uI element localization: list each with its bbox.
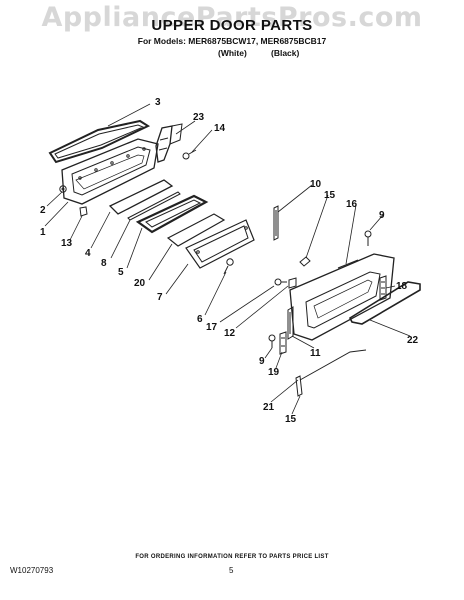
callout-10: 10: [310, 179, 322, 190]
part-screw-6: [223, 258, 234, 275]
document-id: W10270793: [10, 566, 54, 575]
callout-22: 22: [407, 335, 419, 346]
part-bracket-19: [279, 331, 287, 355]
part-clip-12: [288, 277, 297, 289]
callout-19: 19: [268, 367, 280, 378]
callout-4: 4: [85, 248, 91, 259]
part-clip: [79, 206, 88, 217]
callout-14: 14: [214, 123, 226, 134]
part-door-handle: [348, 281, 421, 325]
callout-13: 13: [61, 238, 73, 249]
callout-21: 21: [263, 402, 275, 413]
callout-8: 8: [101, 258, 107, 269]
variant-white: (White): [218, 48, 247, 58]
callout-6: 6: [197, 314, 203, 325]
callout-3: 3: [155, 97, 161, 108]
part-screw-2: [59, 185, 67, 193]
leader-lines: [44, 103, 411, 415]
callout-12: 12: [224, 328, 236, 339]
ordering-note: FOR ORDERING INFORMATION REFER TO PARTS …: [135, 554, 329, 560]
part-inner-door-frame: [61, 138, 159, 205]
part-outer-door-panel: [289, 253, 395, 341]
callout-11: 11: [310, 348, 321, 359]
part-roller-pin-lower: [295, 375, 303, 397]
watermark: AppliancePartsPros.com: [41, 2, 423, 33]
part-handle-bracket: [379, 275, 387, 301]
page-title: UPPER DOOR PARTS: [151, 17, 313, 34]
callout-7: 7: [157, 292, 163, 303]
page-number: 5: [229, 566, 234, 575]
callout-18: 18: [396, 281, 408, 292]
part-glass-pack-seal: [127, 191, 181, 221]
part-middle-glass: [166, 213, 226, 247]
part-hinge-bracket: [155, 123, 183, 163]
models-line: For Models: MER6875BCW17, MER6875BCB17: [137, 36, 327, 46]
part-roller-pin-upper: [299, 256, 311, 267]
callout-16: 16: [346, 199, 358, 210]
part-screw-17: [274, 278, 287, 286]
callout-labels: 3 23 14 2 1 13 4 8 5 20 7 6 17 12 10 15 …: [40, 97, 419, 425]
part-screw-9-lower: [268, 334, 276, 348]
part-inner-glass: [108, 179, 174, 215]
callout-23: 23: [193, 112, 205, 123]
callout-2: 2: [40, 205, 46, 216]
part-rod: [299, 349, 367, 381]
part-outer-glass-panel: [185, 219, 255, 269]
callout-15-lower: 15: [285, 414, 297, 425]
callout-9-upper: 9: [379, 210, 385, 221]
callout-20: 20: [134, 278, 146, 289]
part-trim-strip: [273, 205, 279, 241]
part-glass-pack-frame: [135, 194, 209, 234]
callout-9-lower: 9: [259, 356, 265, 367]
part-door-gasket: [48, 119, 151, 164]
variant-black: (Black): [271, 48, 300, 58]
part-side-trim: [287, 306, 294, 340]
part-screw-14: [182, 149, 197, 160]
callout-5: 5: [118, 267, 124, 278]
callout-1: 1: [40, 227, 46, 238]
callout-15-upper: 15: [324, 190, 336, 201]
part-screw-9-upper: [364, 230, 372, 246]
callout-17: 17: [206, 322, 218, 333]
